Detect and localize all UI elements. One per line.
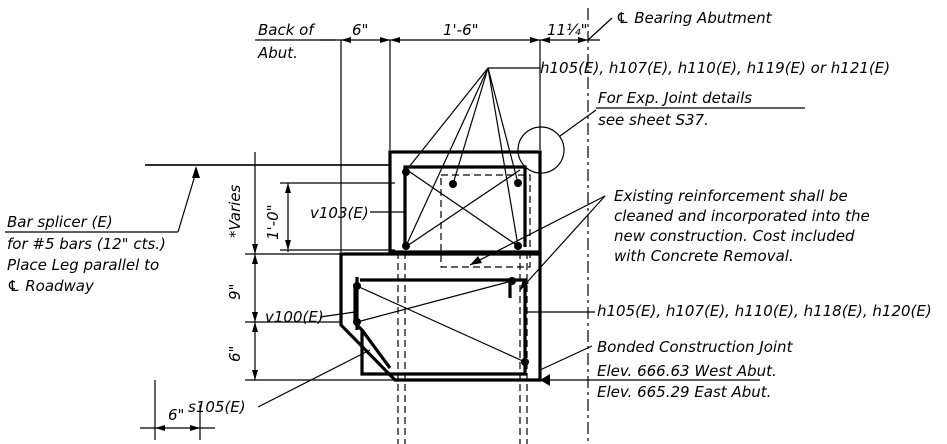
dim-11-4: 11¼" <box>547 21 588 39</box>
dim-arrow-f <box>578 37 588 43</box>
rebar-dot <box>521 358 529 366</box>
upper-block <box>388 150 542 254</box>
leader-top-4 <box>405 67 489 247</box>
dim-6-bottom: 6" <box>168 406 184 424</box>
s105-label: s105(E) <box>188 398 246 416</box>
v-arrow-3 <box>252 312 258 322</box>
v100-stirrup <box>353 278 527 376</box>
v103-stirrup <box>403 165 527 247</box>
leader-joint <box>539 345 593 371</box>
bd-arrow-1 <box>155 425 165 431</box>
rebar-dot <box>402 168 410 176</box>
lower-diag-2 <box>356 281 509 323</box>
splicer-label-1: Bar splicer (E) <box>7 213 113 231</box>
splicer-label-3: Place Leg parallel to <box>7 256 159 274</box>
splicer-label-2: for #5 bars (12" cts.) <box>7 235 166 253</box>
rebar-dot <box>353 318 361 326</box>
existing-note-2: cleaned and incorporated into the <box>614 207 870 225</box>
leader-existing-2 <box>519 195 606 291</box>
rebar-dot <box>508 277 516 285</box>
exp-joint-leader <box>559 109 597 137</box>
leader-existing-1 <box>469 195 606 266</box>
leader-top-5 <box>487 67 519 247</box>
exp-joint-label-1: For Exp. Joint details <box>598 89 752 107</box>
exp-joint-callout-circle <box>517 126 565 174</box>
leader-top-3 <box>487 67 519 184</box>
exp-joint-label-2: see sheet S37. <box>598 111 709 129</box>
v100-label: v100(E) <box>265 308 324 326</box>
v-arrow-2 <box>252 254 258 264</box>
leader-top-1 <box>404 67 489 173</box>
dim-arrow-e <box>540 37 550 43</box>
dim-1-0: 1'-0" <box>264 204 282 240</box>
lower-inner-2 <box>360 329 392 369</box>
dim-9: 9" <box>226 284 244 300</box>
v-arrow-4 <box>252 322 258 332</box>
v103-label: v103(E) <box>310 204 369 222</box>
hidden-rect <box>440 174 531 268</box>
iv-arrow-2 <box>285 240 291 250</box>
leader-v100 <box>319 311 356 318</box>
existing-note-4: with Concrete Removal. <box>614 247 794 265</box>
leader-top-2 <box>452 67 489 185</box>
dim-6-top: 6" <box>352 21 368 39</box>
v-arrow-5 <box>252 370 258 380</box>
construction-joint-label: Bonded Construction Joint <box>597 338 794 356</box>
bd-arrow-2 <box>190 425 200 431</box>
existing-note-1: Existing reinforcement shall be <box>614 187 848 205</box>
dim-varies: *Varies <box>226 184 244 238</box>
dim-6-side: 6" <box>226 346 244 362</box>
arrow-splicer <box>192 166 200 178</box>
back-of-abut-label-2: Abut. <box>257 44 298 62</box>
top-bars-label: h105(E), h107(E), h110(E), h119(E) or h1… <box>540 59 890 77</box>
leader-s105 <box>257 349 371 408</box>
arrow-existing-1 <box>470 256 482 265</box>
back-of-abut-label-1: Back of <box>258 21 316 39</box>
upper-diag-2 <box>406 169 521 247</box>
rebar-dot <box>353 282 361 290</box>
lower-diag-1 <box>356 285 526 363</box>
v-arrow-1 <box>252 244 258 254</box>
lower-block <box>339 252 542 382</box>
dim-arrow-c <box>390 37 400 43</box>
arrow-existing-2 <box>520 279 529 290</box>
dim-arrow-b <box>380 37 390 43</box>
dim-1-6: 1'-6" <box>443 21 479 39</box>
leader-splicer <box>177 171 197 233</box>
dim-arrow-d <box>530 37 540 43</box>
elev-west-label: Elev. 666.63 West Abut. <box>597 362 777 380</box>
splicer-label-4: ℄ Roadway <box>7 277 95 295</box>
existing-note-3: new construction. Cost included <box>614 227 855 245</box>
elev-east-label: Elev. 665.29 East Abut. <box>597 383 771 401</box>
dim-arrow-a <box>341 37 351 43</box>
iv-arrow-1 <box>285 183 291 193</box>
bearing-abutment-label: ℄ Bearing Abutment <box>616 9 773 27</box>
bottom-bars-label: h105(E), h107(E), h110(E), h118(E), h120… <box>597 302 932 320</box>
bearing-leader <box>587 17 613 41</box>
